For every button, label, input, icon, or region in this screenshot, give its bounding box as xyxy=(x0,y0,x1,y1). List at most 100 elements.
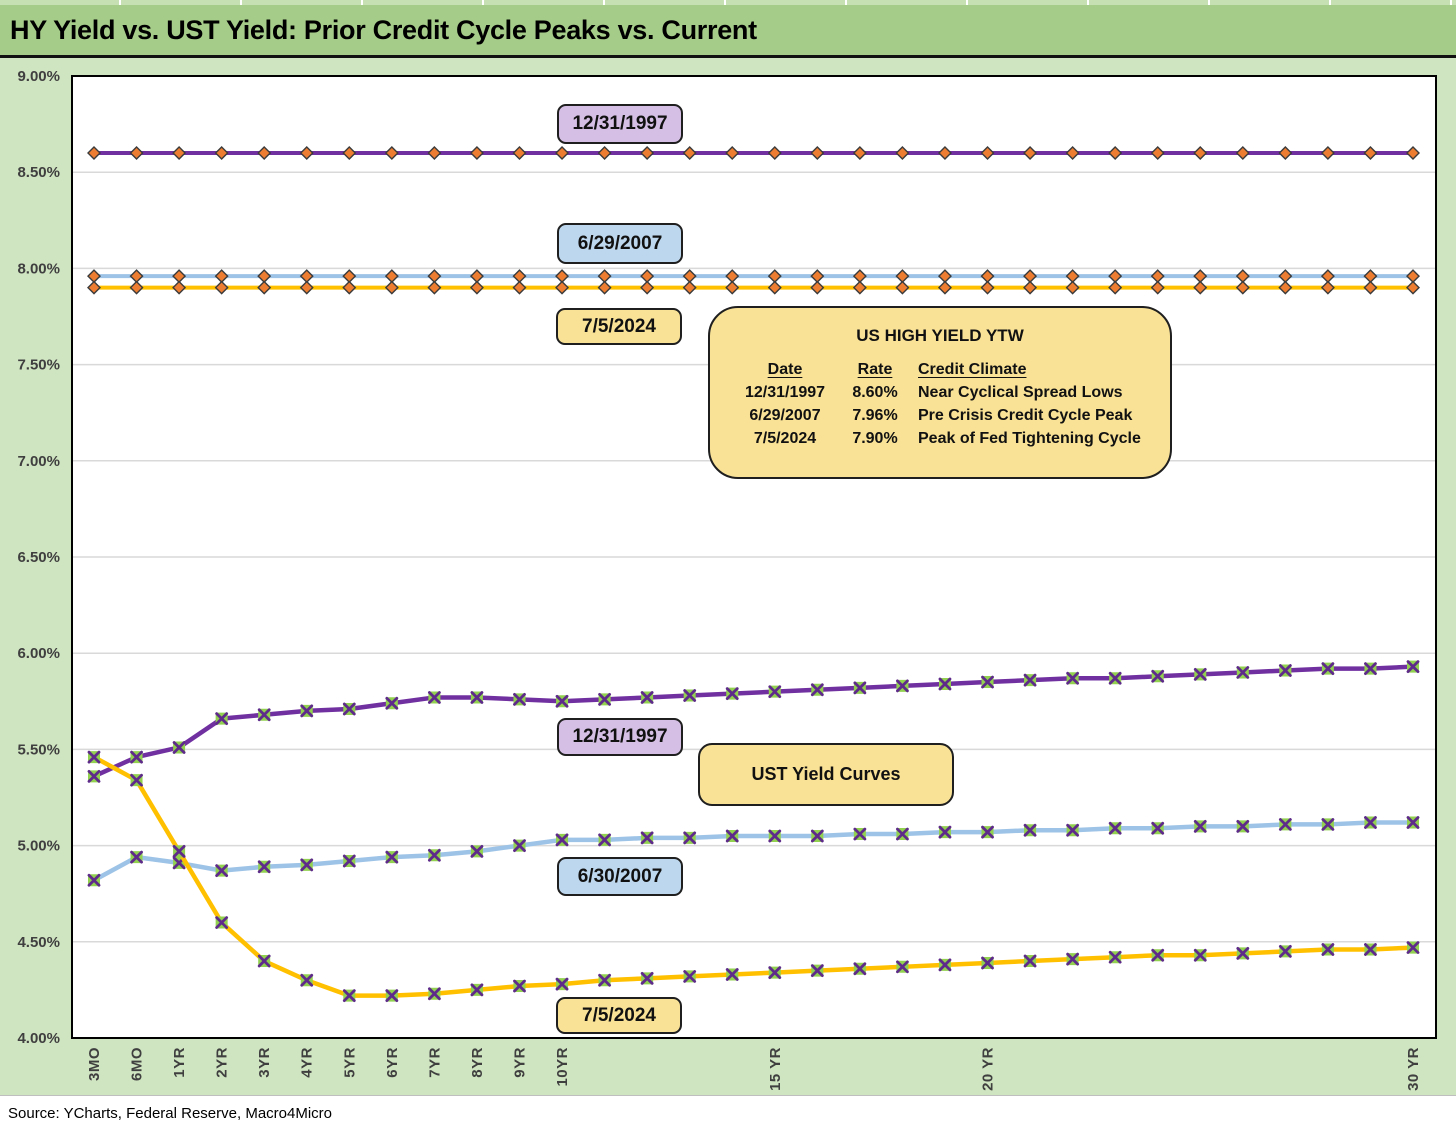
diamond-marker xyxy=(1320,280,1335,295)
ust-series-7/5/2024 xyxy=(87,750,1420,1003)
x-marker-stroke xyxy=(555,977,569,991)
info-2007-date: 6/29/2007 xyxy=(749,407,821,424)
x-marker-stroke xyxy=(1278,945,1292,958)
x-marker-stroke xyxy=(87,750,101,764)
diamond-marker xyxy=(597,145,612,160)
diamond-marker xyxy=(725,280,740,295)
ust-curve xyxy=(92,820,1413,883)
y-tick-label: 7.50% xyxy=(17,357,60,374)
x-tick-label: 6YR xyxy=(384,1047,401,1078)
x-marker-stroke xyxy=(640,831,654,845)
x-marker-stroke xyxy=(1151,821,1165,835)
page-title: HY Yield vs. UST Yield: Prior Credit Cyc… xyxy=(10,14,757,45)
x-tick-label: 6MO xyxy=(129,1047,146,1081)
y-tick-label: 9.00% xyxy=(17,68,60,85)
diamond-marker xyxy=(980,145,995,160)
x-marker-stroke xyxy=(768,966,782,979)
yield-chart-canvas: 9.00%8.50%8.00%7.50%7.00%6.50%6.00%5.50%… xyxy=(17,68,1437,1091)
diamond-marker xyxy=(342,280,357,295)
diamond-marker xyxy=(937,280,952,295)
x-marker-stroke xyxy=(981,956,994,970)
diamond-marker xyxy=(852,145,867,160)
x-marker-stroke xyxy=(130,850,143,864)
diamond-marker xyxy=(597,280,612,295)
x-marker-stroke xyxy=(1406,816,1420,829)
info-2024-rate: 7.90% xyxy=(852,430,898,447)
x-marker-stroke xyxy=(1066,823,1080,837)
diamond-marker xyxy=(384,145,399,160)
diamond-marker xyxy=(767,145,782,160)
diamond-marker xyxy=(1023,145,1038,160)
x-marker-stroke xyxy=(1066,671,1080,685)
diamond-marker xyxy=(427,280,442,295)
x-marker-stroke xyxy=(1236,946,1250,960)
x-marker-stroke xyxy=(1321,662,1335,675)
diamond-marker xyxy=(1193,280,1208,295)
diamond-marker xyxy=(1108,280,1123,295)
info-2007-climate: Pre Crisis Credit Cycle Peak xyxy=(918,407,1133,424)
x-marker-stroke xyxy=(981,825,994,839)
diamond-marker xyxy=(767,280,782,295)
x-tick-label: 5YR xyxy=(341,1047,358,1078)
x-marker-stroke xyxy=(1406,941,1420,954)
x-marker-stroke xyxy=(87,769,101,783)
diamond-marker xyxy=(1320,145,1335,160)
x-tick-label: 30 YR xyxy=(1405,1047,1422,1091)
x-marker-stroke xyxy=(257,954,271,968)
hy-ytw-info-box: US HIGH YIELD YTW Date Rate Credit Clima… xyxy=(708,306,1172,479)
diamond-marker xyxy=(1150,145,1165,160)
x-marker-stroke xyxy=(513,839,526,852)
diamond-marker xyxy=(172,280,187,295)
diamond-marker xyxy=(1235,280,1250,295)
diamond-marker xyxy=(469,280,484,295)
diamond-marker xyxy=(299,145,314,160)
x-marker-stroke xyxy=(938,677,952,691)
diamond-marker xyxy=(87,280,101,295)
x-tick-label: 20 YR xyxy=(980,1047,997,1091)
x-marker-stroke xyxy=(853,827,867,841)
diamond-marker xyxy=(1150,280,1165,295)
info-2024-date: 7/5/2024 xyxy=(753,430,817,447)
ust-curve xyxy=(93,664,1414,779)
diamond-marker xyxy=(512,280,527,295)
diamond-marker xyxy=(682,145,697,160)
x-marker-stroke xyxy=(385,989,399,1003)
x-marker-stroke xyxy=(300,973,314,987)
y-tick-label: 7.00% xyxy=(17,453,60,470)
x-marker-stroke xyxy=(513,979,526,993)
info-header-date: Date xyxy=(767,361,803,378)
x-marker-stroke xyxy=(87,873,101,887)
x-marker-stroke xyxy=(385,696,399,710)
x-marker-stroke xyxy=(130,750,143,764)
x-tick-label: 3MO xyxy=(86,1047,103,1081)
diamond-marker xyxy=(1065,145,1080,160)
plot-border xyxy=(71,75,1437,1039)
x-marker-stroke xyxy=(768,829,782,843)
ust-2024-date-tag: 7/5/2024 xyxy=(556,997,682,1034)
diamond-marker xyxy=(257,145,272,160)
hy-series-7/5/2024 xyxy=(87,280,1420,295)
info-1997-rate: 8.60% xyxy=(852,384,898,401)
x-marker-stroke xyxy=(1364,662,1377,675)
x-marker-stroke xyxy=(640,971,654,985)
x-marker-stroke xyxy=(853,681,867,695)
ust-series-12/31/1997 xyxy=(87,660,1420,783)
x-marker-stroke xyxy=(938,958,952,972)
x-marker-stroke xyxy=(470,844,484,858)
diamond-marker xyxy=(1065,280,1080,295)
x-marker-stroke xyxy=(810,964,824,978)
info-header-climate: Credit Climate xyxy=(918,361,1027,378)
diamond-marker xyxy=(852,280,867,295)
x-marker-stroke xyxy=(683,689,697,702)
diamond-marker xyxy=(1278,145,1293,160)
diamond-marker xyxy=(937,145,952,160)
info-box-title: US HIGH YIELD YTW xyxy=(856,326,1024,345)
diamond-marker xyxy=(384,280,399,295)
y-tick-label: 6.50% xyxy=(17,549,60,566)
diamond-marker xyxy=(512,145,527,160)
x-marker-stroke xyxy=(300,858,314,872)
diamond-marker xyxy=(129,145,144,160)
x-tick-label: 3YR xyxy=(256,1047,273,1078)
x-marker-stroke xyxy=(342,854,356,868)
